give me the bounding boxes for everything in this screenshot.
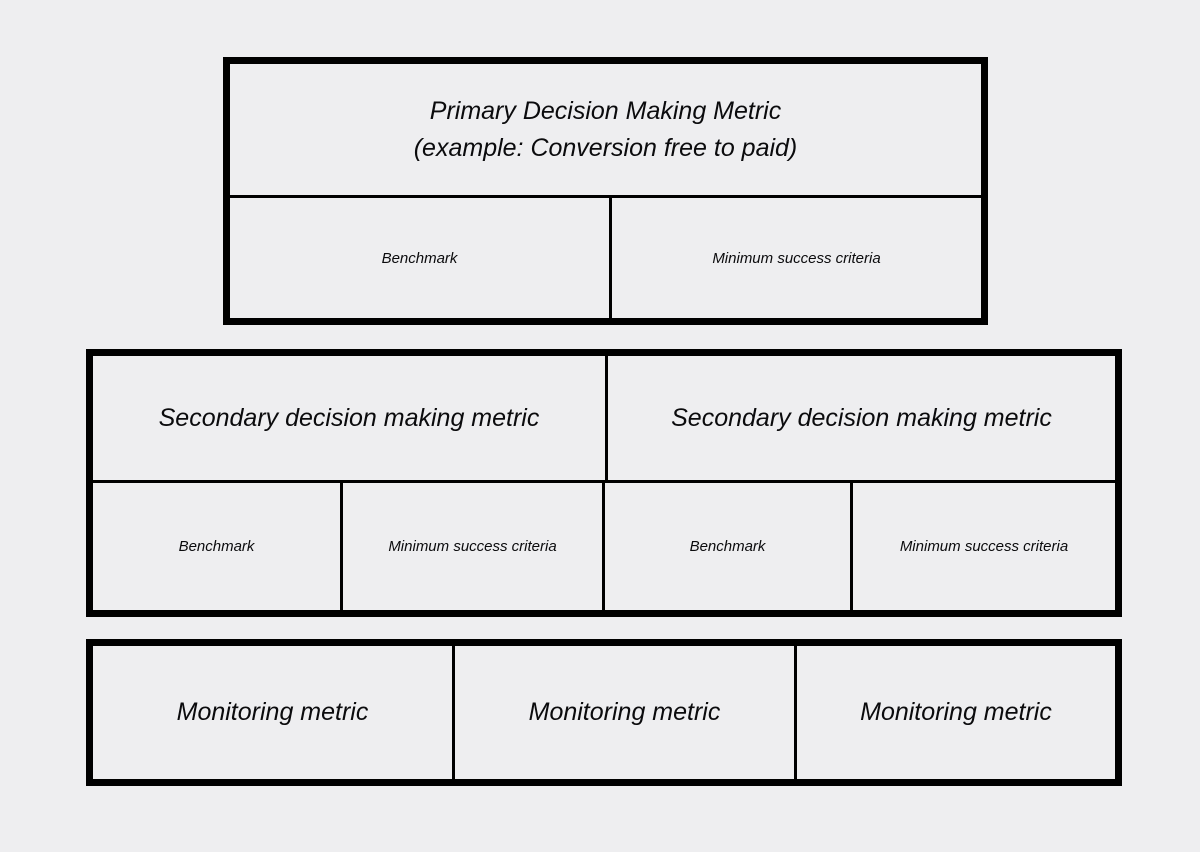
secondary-benchmark-cell-1: Benchmark (93, 483, 340, 610)
primary-metric-title-line-2: (example: Conversion free to paid) (413, 133, 798, 162)
monitoring-metric-cell-3: Monitoring metric (794, 646, 1115, 779)
secondary-minimum-success-criteria-cell-2: Minimum success criteria (850, 483, 1115, 610)
monitoring-metric-block: Monitoring metric Monitoring metric Moni… (86, 639, 1122, 786)
secondary-metric-title-1: Secondary decision making metric (158, 403, 540, 432)
primary-minimum-success-criteria-cell: Minimum success criteria (609, 198, 981, 318)
monitoring-metric-cell-2: Monitoring metric (452, 646, 794, 779)
primary-metric-block: Primary Decision Making Metric (example:… (223, 57, 988, 325)
monitoring-row: Monitoring metric Monitoring metric Moni… (93, 646, 1115, 779)
secondary-benchmark-label-1: Benchmark (178, 538, 255, 555)
primary-minimum-success-criteria-label: Minimum success criteria (712, 249, 881, 267)
monitoring-metric-label-3: Monitoring metric (860, 698, 1052, 727)
primary-header-row: Primary Decision Making Metric (example:… (230, 64, 981, 195)
primary-benchmark-label: Benchmark (381, 249, 458, 267)
secondary-benchmark-cell-2: Benchmark (602, 483, 850, 610)
secondary-subcell-row: Benchmark Minimum success criteria Bench… (93, 480, 1115, 610)
secondary-minimum-success-criteria-cell-1: Minimum success criteria (340, 483, 602, 610)
primary-metric-title-cell: Primary Decision Making Metric (example:… (230, 64, 981, 195)
monitoring-metric-label-2: Monitoring metric (528, 698, 721, 727)
monitoring-metric-cell-1: Monitoring metric (93, 646, 452, 779)
secondary-metric-block: Secondary decision making metric Seconda… (86, 349, 1122, 617)
secondary-metric-title-cell-2: Secondary decision making metric (605, 356, 1115, 480)
primary-benchmark-cell: Benchmark (230, 198, 609, 318)
secondary-metric-title-cell-1: Secondary decision making metric (93, 356, 605, 480)
primary-metric-title-line-1: Primary Decision Making Metric (429, 97, 782, 126)
secondary-benchmark-label-2: Benchmark (689, 538, 766, 555)
secondary-header-row: Secondary decision making metric Seconda… (93, 356, 1115, 480)
primary-subcell-row: Benchmark Minimum success criteria (230, 195, 981, 318)
secondary-metric-title-2: Secondary decision making metric (671, 403, 1052, 432)
monitoring-metric-label-1: Monitoring metric (176, 698, 369, 727)
secondary-minimum-success-criteria-label-2: Minimum success criteria (899, 538, 1069, 555)
secondary-minimum-success-criteria-label-1: Minimum success criteria (388, 538, 557, 555)
